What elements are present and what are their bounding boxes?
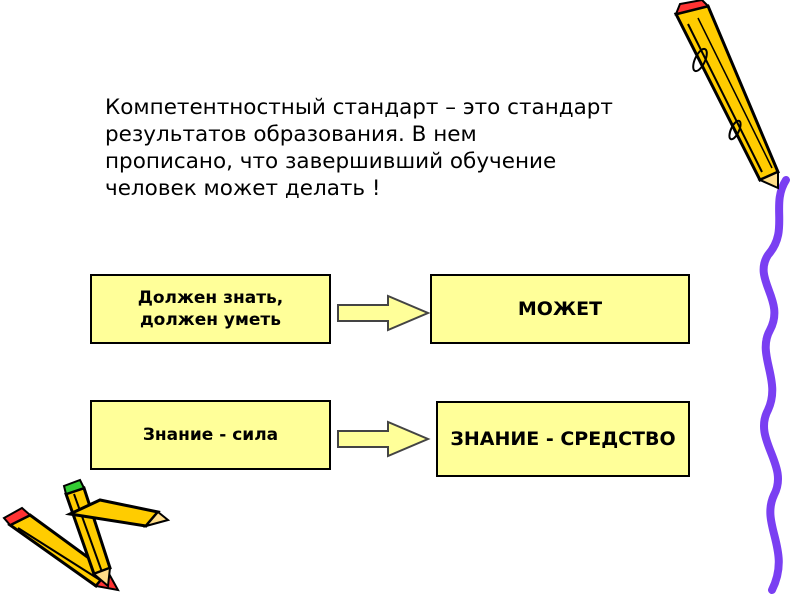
box-knowledge-tool-label: ЗНАНИЕ - СРЕДСТВО	[450, 428, 676, 450]
pencil-icon	[64, 498, 171, 528]
box-know-skill: Должен знать, должен уметь	[90, 274, 331, 344]
box-knowledge-power: Знание - сила	[90, 400, 331, 470]
box-can: МОЖЕТ	[430, 274, 690, 344]
pencil-icon	[673, 0, 780, 190]
pencil-icon	[2, 506, 120, 592]
box-can-label: МОЖЕТ	[517, 298, 603, 320]
curly-line-icon	[759, 176, 790, 594]
box-knowledge-power-label: Знание - сила	[142, 425, 279, 445]
box-know-skill-label: Должен знать, должен уметь	[137, 288, 284, 330]
arrow-right-icon	[337, 294, 431, 332]
intro-text: Компетентностный стандарт – это стандарт…	[105, 95, 613, 201]
arrow-right-icon	[337, 420, 431, 458]
box-knowledge-tool: ЗНАНИЕ - СРЕДСТВО	[436, 401, 690, 477]
